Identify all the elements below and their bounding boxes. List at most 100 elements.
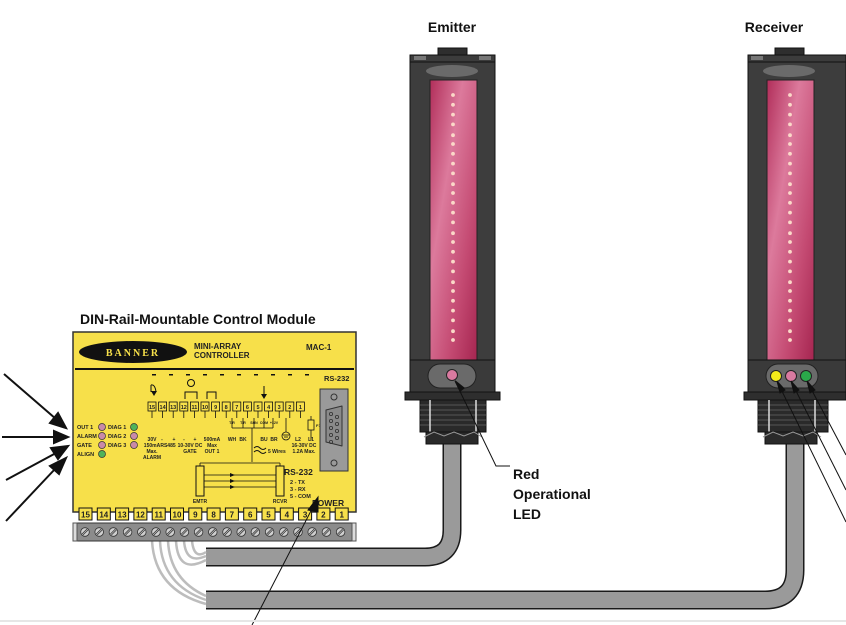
terminal-screw[interactable] <box>137 527 147 537</box>
terminal-number: 9 <box>193 511 198 520</box>
beam-dot <box>451 280 455 285</box>
terminal-number: 11 <box>154 511 163 520</box>
terminal-box <box>151 507 166 521</box>
terminal-box <box>243 507 258 521</box>
beam-dot <box>788 112 792 117</box>
terminal-number: 12 <box>136 511 145 520</box>
control-module: BANNER MINI-ARRAY CONTROLLER MAC-1 RS-23… <box>72 331 357 542</box>
terminal-screw[interactable] <box>236 527 246 537</box>
terminal-box <box>78 507 93 521</box>
power-pointer-arrow <box>251 495 319 625</box>
beam-dot <box>451 220 455 225</box>
beam-dot <box>788 240 792 244</box>
led-label: GATE <box>77 443 92 449</box>
terminal-number: 5 <box>266 511 271 520</box>
terminal-box <box>224 507 239 521</box>
terminal-screw[interactable] <box>321 527 332 537</box>
spec-out1-name: OUT 1 <box>205 449 220 455</box>
terminal-screw[interactable] <box>151 527 161 537</box>
terminal-number: 4 <box>285 511 290 520</box>
terminal-box <box>334 507 349 521</box>
status-led <box>130 441 138 449</box>
terminal-box <box>188 507 203 521</box>
spec-gate-name: GATE <box>183 449 197 455</box>
terminal-screw[interactable] <box>208 527 218 537</box>
spec-rs485-minus: - <box>161 437 163 443</box>
beam-dot <box>451 231 455 236</box>
terminal-screw[interactable] <box>250 527 261 537</box>
red-led-callout: Red Operational LED <box>454 380 591 522</box>
terminal-screw[interactable] <box>94 527 104 537</box>
terminal-screw[interactable] <box>279 527 289 537</box>
jumper-icons <box>150 379 267 399</box>
terminal-screw[interactable] <box>335 527 346 537</box>
terminal-number: 7 <box>230 511 235 520</box>
emitter-cable <box>206 440 462 567</box>
banner-logo-text: BANNER <box>106 348 160 359</box>
terminal-screw[interactable] <box>165 527 175 537</box>
beam-dot <box>451 259 455 264</box>
upper-terminal-number: 7 <box>235 405 238 411</box>
spec-alarm-voltage: 30V <box>148 437 158 443</box>
product-line-1: MINI-ARRAY <box>194 342 242 351</box>
upper-terminal-number: 3 <box>278 405 281 411</box>
beam-dot <box>451 240 455 244</box>
terminal-screw[interactable] <box>122 527 133 537</box>
upper-terminal-number: 5 <box>256 405 259 411</box>
beam-dot <box>451 318 455 323</box>
spec-rs485-name: RS485 <box>160 443 176 449</box>
emtr-label: EMTR <box>193 499 208 505</box>
terminal-box <box>316 507 331 521</box>
beam-dot <box>788 151 792 156</box>
rs232-header: RS-232 <box>324 374 349 383</box>
rs232-dsub-connector[interactable] <box>319 388 349 472</box>
module-title: DIN-Rail-Mountable Control Module <box>80 311 316 327</box>
beam-dot <box>788 133 792 138</box>
spec-out1-current: 500mA <box>204 437 221 443</box>
terminal-screw[interactable] <box>108 527 119 537</box>
receiver-sensor <box>743 47 846 445</box>
receiver-logo-badge <box>763 65 815 77</box>
five-wires-label: 5 Wires <box>268 449 286 455</box>
beam-dot <box>451 161 455 166</box>
terminal-screw[interactable] <box>307 527 317 537</box>
terminal-screw[interactable] <box>264 527 275 537</box>
upper-terminal-number: 14 <box>160 405 167 411</box>
terminal-screw[interactable] <box>222 527 232 537</box>
beam-dot <box>788 191 792 195</box>
beam-dot <box>451 182 455 187</box>
wire-color-label: BU <box>260 437 268 443</box>
spec-gate-plus: + <box>194 437 197 443</box>
terminal-number: 13 <box>118 511 127 520</box>
receiver-pink-led <box>785 370 797 382</box>
terminal-number: 1 <box>339 511 344 520</box>
receiver-yellow-led <box>770 370 782 382</box>
terminal-box <box>279 507 294 521</box>
terminal-screws <box>80 527 346 537</box>
beam-dot <box>451 289 455 293</box>
beam-dot <box>788 269 792 274</box>
beam-dot <box>788 298 792 303</box>
led-label: ALARM <box>77 434 97 440</box>
terminal-number: 6 <box>248 511 253 520</box>
receiver-title: Receiver <box>745 19 804 35</box>
status-led <box>98 423 106 431</box>
beam-dot <box>451 171 455 176</box>
terminal-screw[interactable] <box>179 527 190 537</box>
rs232-pin-rx: 3 - RX <box>290 487 306 493</box>
terminal-number: 10 <box>173 511 182 520</box>
product-line-2: CONTROLLER <box>194 351 250 360</box>
terminal-screw[interactable] <box>193 527 204 537</box>
upper-terminal-number: 4 <box>267 405 271 411</box>
spec-alarm-current: 150mA <box>144 443 161 449</box>
terminal-screw[interactable] <box>80 527 90 537</box>
beam-dot <box>451 269 455 274</box>
beam-dot <box>451 329 455 334</box>
beam-dot <box>788 200 792 205</box>
terminal-number: 8 <box>211 511 216 520</box>
beam-dot <box>451 308 455 313</box>
beam-dot <box>451 298 455 303</box>
